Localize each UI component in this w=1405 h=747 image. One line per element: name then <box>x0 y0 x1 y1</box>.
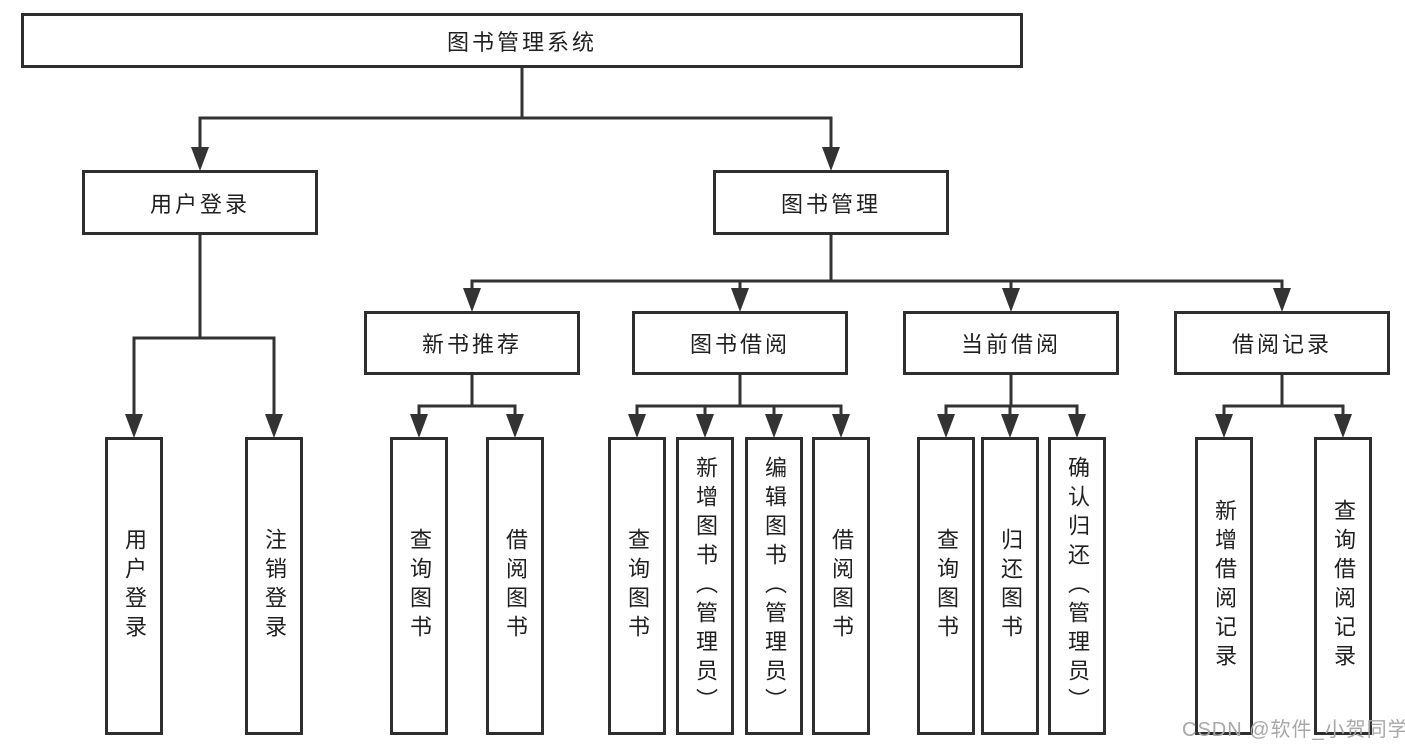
leaf-add-borrow-record: 新增借阅记录 <box>1195 437 1253 735</box>
leaf-confirm-return-admin: 确认归还（管理员） <box>1048 437 1106 735</box>
leaf-logout: 注销登录 <box>245 437 303 735</box>
csdn-watermark: CSDN @软件_小贺同学 <box>1182 719 1405 741</box>
leaf-query-books-recommend: 查询图书 <box>390 437 448 735</box>
node-current-borrow: 当前借阅 <box>903 311 1119 375</box>
leaf-query-borrow-record: 查询借阅记录 <box>1314 437 1372 735</box>
node-new-book-recommend: 新书推荐 <box>364 311 580 375</box>
leaf-borrow-books-recommend: 借阅图书 <box>486 437 544 735</box>
node-book-management: 图书管理 <box>713 170 949 235</box>
node-user-login: 用户登录 <box>82 170 318 235</box>
leaf-return-books: 归还图书 <box>981 437 1039 735</box>
leaf-query-books-borrow: 查询图书 <box>608 437 666 735</box>
node-root: 图书管理系统 <box>21 13 1023 68</box>
leaf-edit-books-admin: 编辑图书（管理员） <box>745 437 803 735</box>
leaf-query-books-current: 查询图书 <box>917 437 975 735</box>
leaf-add-books-admin: 新增图书（管理员） <box>676 437 734 735</box>
node-book-borrow: 图书借阅 <box>632 311 848 375</box>
node-borrow-record: 借阅记录 <box>1174 311 1390 375</box>
leaf-borrow-books: 借阅图书 <box>812 437 870 735</box>
leaf-user-login: 用户登录 <box>105 437 163 735</box>
